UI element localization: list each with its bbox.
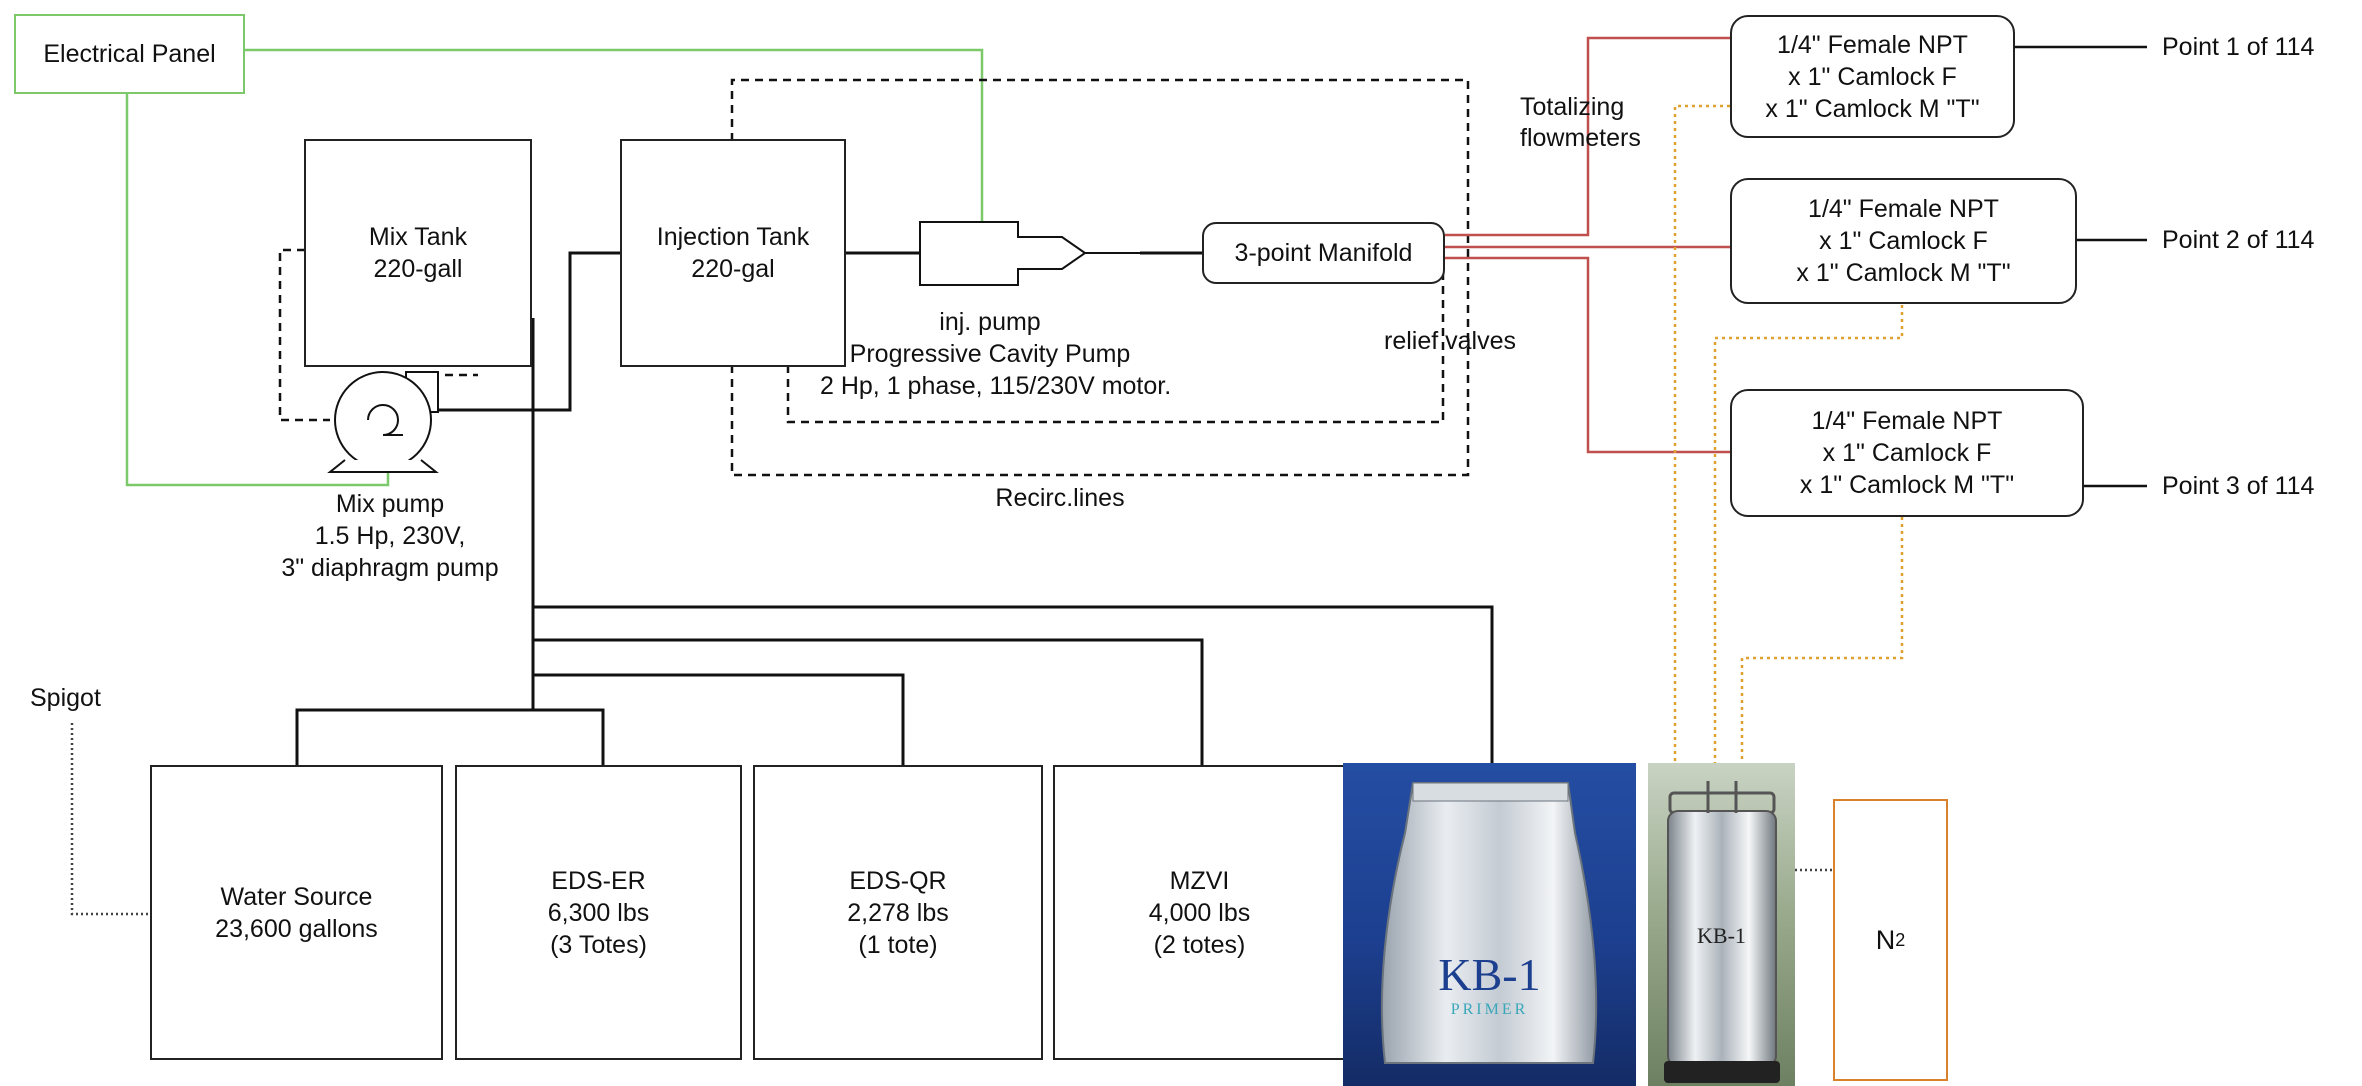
connector-2-line3: x 1" Camlock M "T" [1796, 257, 2010, 289]
eds-er-name: EDS-ER [551, 865, 645, 897]
eds-qr-weight: 2,278 lbs [847, 897, 948, 929]
recirc-label: Recirc.lines [980, 482, 1140, 514]
mzvi-box: MZVI 4,000 lbs (2 totes) [1053, 765, 1346, 1060]
relief-valves-label: relief valves [1384, 325, 1516, 357]
kb1-primer-photo: KB-1 PRIMER [1343, 763, 1636, 1086]
connector-1-line2: x 1" Camlock F [1788, 61, 1957, 93]
spigot-line [72, 723, 150, 914]
eds-qr-box: EDS-QR 2,278 lbs (1 tote) [753, 765, 1043, 1060]
mix-pump-line2: 1.5 Hp, 230V, [250, 520, 530, 552]
mix-tank: Mix Tank 220-gall [304, 139, 532, 367]
connector-1-line1: 1/4" Female NPT [1777, 29, 1968, 61]
connector-1-line3: x 1" Camlock M "T" [1765, 93, 1979, 125]
kb1-keg-brand: KB-1 [1648, 923, 1795, 949]
mix-tank-name: Mix Tank [369, 221, 467, 253]
injection-tank-name: Injection Tank [657, 221, 809, 253]
point-3-label: Point 3 of 114 [2162, 470, 2314, 502]
mzvi-name: MZVI [1170, 865, 1230, 897]
power-lines [127, 50, 982, 485]
connector-box-1: 1/4" Female NPT x 1" Camlock F x 1" Caml… [1730, 15, 2015, 138]
eds-qr-name: EDS-QR [849, 865, 946, 897]
connector-3-line3: x 1" Camlock M "T" [1800, 469, 2014, 501]
n2-symbol: N [1876, 925, 1896, 956]
injection-pump-shape [920, 222, 1085, 285]
water-source-volume: 23,600 gallons [215, 913, 378, 945]
spigot-label: Spigot [30, 682, 101, 714]
inj-pump-line3: 2 Hp, 1 phase, 115/230V motor. [820, 370, 1160, 402]
electrical-panel: Electrical Panel [14, 14, 245, 94]
connector-3-line2: x 1" Camlock F [1823, 437, 1992, 469]
flowmeters-line2: flowmeters [1520, 123, 1641, 154]
connector-box-3: 1/4" Female NPT x 1" Camlock F x 1" Caml… [1730, 389, 2084, 517]
eds-qr-count: (1 tote) [858, 929, 937, 961]
kb1-bag-sub: PRIMER [1343, 1001, 1636, 1019]
connector-2-line1: 1/4" Female NPT [1808, 193, 1999, 225]
mix-pump-line3: 3" diaphragm pump [250, 552, 530, 584]
electrical-panel-label: Electrical Panel [43, 38, 215, 70]
point-1-label: Point 1 of 114 [2162, 31, 2314, 63]
connector-2-line2: x 1" Camlock F [1819, 225, 1988, 257]
mix-pump-icon [330, 372, 438, 472]
eds-er-box: EDS-ER 6,300 lbs (3 Totes) [455, 765, 742, 1060]
flowmeters-line1: Totalizing [1520, 92, 1641, 123]
inj-pump-line2: Progressive Cavity Pump [820, 338, 1160, 370]
kb1-bag-brand: KB-1 [1343, 948, 1636, 1001]
manifold-label: 3-point Manifold [1235, 237, 1413, 269]
mix-pump-line1: Mix pump [250, 488, 530, 520]
mix-pump-label: Mix pump 1.5 Hp, 230V, 3" diaphragm pump [250, 488, 530, 584]
inj-pump-line1: inj. pump [820, 306, 1160, 338]
mix-tank-volume: 220-gall [374, 253, 463, 285]
water-source-name: Water Source [221, 881, 373, 913]
manifold: 3-point Manifold [1202, 222, 1445, 284]
n2-subscript: 2 [1895, 930, 1905, 951]
connector-3-line1: 1/4" Female NPT [1812, 405, 2003, 437]
flowmeters-label: Totalizing flowmeters [1520, 92, 1641, 154]
mzvi-weight: 4,000 lbs [1149, 897, 1250, 929]
injection-tank: Injection Tank 220-gal [620, 139, 846, 367]
point-2-label: Point 2 of 114 [2162, 224, 2314, 256]
mzvi-count: (2 totes) [1154, 929, 1246, 961]
inj-pump-label: inj. pump Progressive Cavity Pump 2 Hp, … [820, 306, 1160, 402]
connector-box-2: 1/4" Female NPT x 1" Camlock F x 1" Caml… [1730, 178, 2077, 304]
kb1-keg-photo: KB-1 [1648, 763, 1795, 1086]
injection-tank-volume: 220-gal [691, 253, 774, 285]
eds-er-count: (3 Totes) [550, 929, 647, 961]
eds-er-weight: 6,300 lbs [548, 897, 649, 929]
kb1-bag-icon [1343, 763, 1636, 1086]
water-source-box: Water Source 23,600 gallons [150, 765, 443, 1060]
